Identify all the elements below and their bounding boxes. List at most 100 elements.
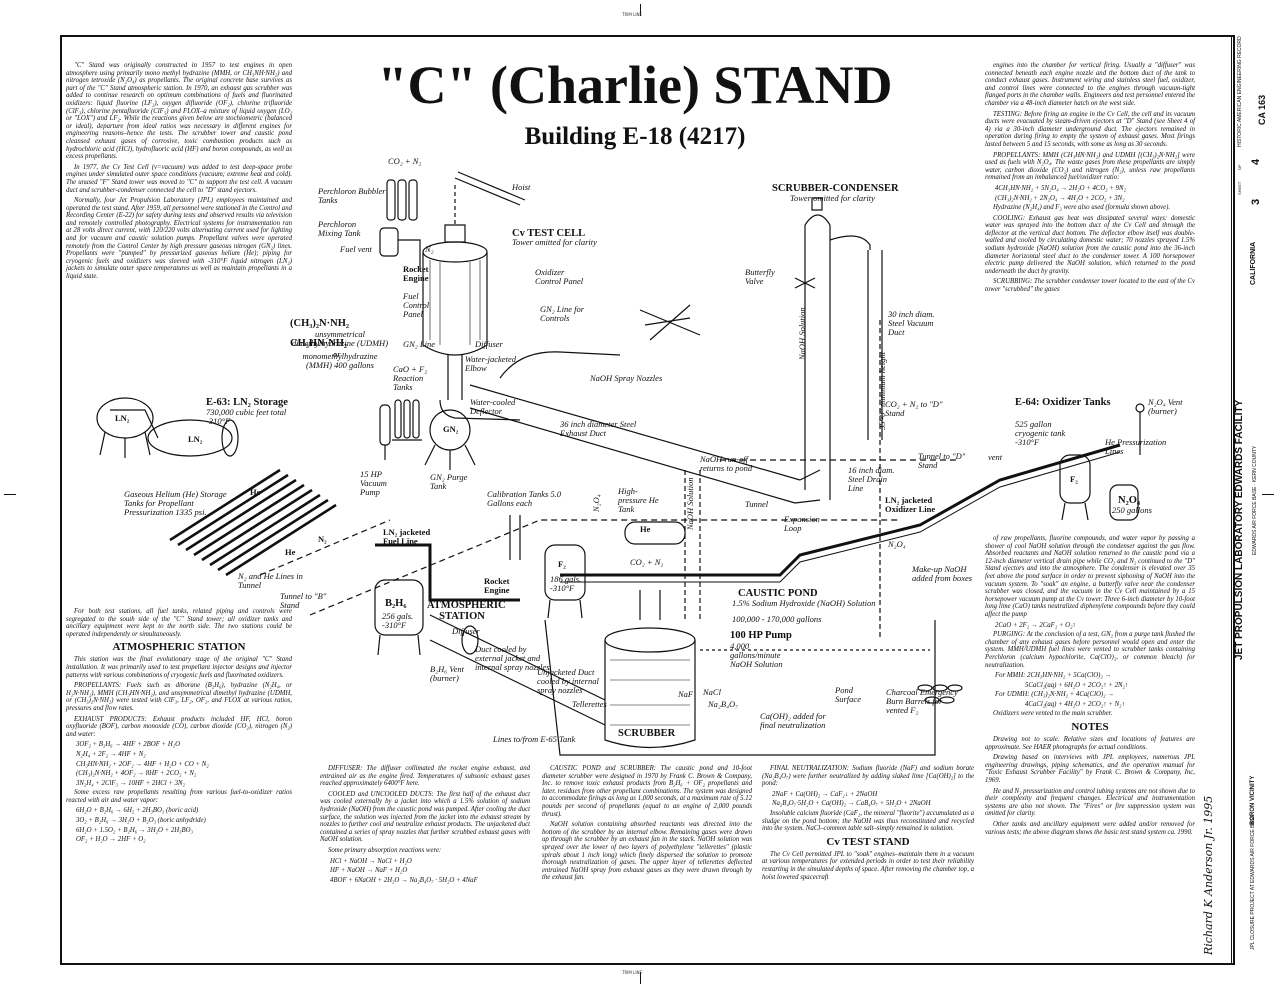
na2b4o7-label: Na₂B₄O₇ <box>708 699 739 709</box>
title-block: HISTORIC AMERICAN ENGINEERING RECORD CA … <box>1202 35 1274 965</box>
b2h6-gallons-label: 256 gals. -310°F <box>382 611 414 630</box>
naf-label: NaF <box>678 689 694 699</box>
note-3: He and N₂ pressurization and control tub… <box>985 787 1195 818</box>
vent-label: vent <box>988 452 1003 462</box>
propellants-paragraph: PROPELLANTS: Fuels such as diborane (B₂H… <box>66 682 292 712</box>
sheet-number: 3 <box>1250 198 1262 205</box>
steel-exhaust-duct <box>469 384 821 504</box>
nacl-label: NaCl <box>703 687 721 697</box>
facility-title: JET PROPULSION LABORATORY EDWARDS FACILI… <box>1234 399 1245 660</box>
rocket-engine-label: Rocket Engine <box>403 264 429 283</box>
note-4: Other tanks and ancillary equipment were… <box>985 821 1195 836</box>
segregation-paragraph: For both test stations, all fuel tanks, … <box>66 608 292 638</box>
of-label: OF <box>1237 164 1242 170</box>
calibration-tanks <box>509 515 521 560</box>
atmospheric-diffuser-duct <box>429 614 606 726</box>
atmo-rocket-engine-label: Rocket Engine <box>484 576 510 595</box>
unjacketed-duct-label: Unjacketed Duct cooled by internal spray… <box>537 667 599 695</box>
fuel-line-label: LN₂ jacketed Fuel Line <box>383 527 431 546</box>
note-2: Drawing based on interviews with JPL emp… <box>985 754 1195 785</box>
right-column-lower: of raw propellants, fluorine compounds, … <box>985 535 1195 839</box>
state-label: CALIFORNIA <box>1250 241 1257 285</box>
cv-history-paragraph: In 1977, the Cv Test Cell (v=vacuum) was… <box>66 163 292 194</box>
left-column-lower: For both test stations, all fuel tanks, … <box>66 608 292 846</box>
trim-tick-top <box>640 4 641 16</box>
cryo-tank-label: 525 gallon cryogenic tank -310°F <box>1015 419 1066 447</box>
exhaust-paragraph: EXHAUST PRODUCTS: Exhaust products inclu… <box>66 715 292 738</box>
n2o4-tank-label: N₂O₄ <box>1118 495 1141 506</box>
duct-cooled-label: Duct cooled by external jacket and inter… <box>475 644 550 672</box>
tunnel-label: Tunnel <box>745 499 769 509</box>
mid-column-3: FINAL NEUTRALIZATION: Sodium fluoride (N… <box>762 765 974 884</box>
caustic-paragraph: CAUSTIC POND and SCRUBBER: The caustic p… <box>542 765 752 818</box>
n2o4-vent-burner <box>1135 403 1145 455</box>
f2-tank-label: F₂ <box>1070 474 1078 484</box>
notes-heading: NOTES <box>1071 721 1109 734</box>
equation: OF₂ + H₂O → 2HF + O₂ <box>76 836 146 844</box>
hoist-label: Hoist <box>512 182 531 192</box>
equation: HCl + NaOH → NaCl + H₂O <box>330 857 412 865</box>
haer-number: CA 163 <box>1257 94 1267 125</box>
caustic-pond-sub-label: 1.5% Sodium Hydroxide (NaOH) Solution <box>732 598 876 608</box>
tellerettes-label: Tellerettes <box>572 699 607 709</box>
high-pressure-he-tank <box>624 521 686 545</box>
ducts-paragraph: COOLED and UNCOOLED DUCTS: The first hal… <box>320 790 530 844</box>
final-neutralization-paragraph: FINAL NEUTRALIZATION: Sodium fluoride (N… <box>762 765 974 788</box>
atmo-diffuser-label: Diffuser <box>452 626 480 636</box>
oxidizer-panel-label: Oxidizer Control Panel <box>535 267 584 286</box>
facility-sub: EDWARDS AIR FORCE BASE · KERN COUNTY <box>1252 445 1258 555</box>
caustic-gallons-label: 100,000 - 170,000 gallons <box>732 614 822 624</box>
udmh-formula-label: (CH₃)₂N·NH₂ <box>290 318 350 329</box>
udmh-or-label: or <box>333 349 341 359</box>
oxidizers-note: Oxidizers were vented to the main scrubb… <box>993 710 1113 718</box>
cv-test-cell-sub-label: Tower omitted for clarity <box>512 237 597 247</box>
n2-he-lines-label: N₂ and He Lines in Tunnel <box>238 571 303 590</box>
tunnel-to-b-label: Tunnel to "B" Stand <box>280 591 327 610</box>
equation: 3OF₂ + B₂H₆ → 4HF + 2BOF + H₂O <box>76 741 181 749</box>
equation: (CH₃)₂N·NH₂ + 4OF₂ → 8HF + 2CO₂ + N₂ <box>76 770 197 778</box>
gn2-line-label: GN₂ Line <box>403 339 435 349</box>
caustic-pond <box>544 619 936 756</box>
ln2-tank-a-label: LN₂ <box>115 413 130 423</box>
absorption-paragraph: Some primary absorption reactions were: <box>328 846 442 854</box>
naoh-runoff-label: NaOH run-off returns to pond <box>700 454 753 473</box>
hydrazine-paragraph: Hydrazine (N₂H₄) and F₂ were also used (… <box>993 204 1171 212</box>
gn2-line-controls-label: GN₂ Line for Controls <box>540 304 585 323</box>
atmospheric-station-label: ATMOSPHERIC STATION <box>427 600 506 622</box>
n2o4-vent-label: N₂O₄ Vent (burner) <box>1148 397 1183 416</box>
n2o4-tank <box>1109 484 1139 521</box>
n2o4-gallons-label: 250 gallons <box>1112 505 1152 515</box>
udmh-name-label: unsymmetrical dimethylhydrazine (UDMH) <box>291 329 389 348</box>
ln2-jacketed-fuel-line <box>375 543 520 602</box>
ln2-tank-b-label: LN₂ <box>188 434 203 444</box>
e64-label: E-64: Oxidizer Tanks <box>1015 397 1111 408</box>
left-column-upper: "C" Stand was originally constructed in … <box>66 62 292 284</box>
f2-oxidizer-tank <box>1059 454 1091 521</box>
naoh-spray-nozzles-label: NaOH Spray Nozzles <box>590 373 663 383</box>
naoh-solution-vertical-label: NaOH Solution <box>797 307 807 360</box>
he-tank-label: He <box>640 524 651 534</box>
f2-gallons-label: 186 gals. -310°F <box>550 574 582 593</box>
calibration-tanks-label: Calibration Tanks 5.0 Gallons each <box>487 489 562 508</box>
lines-e65-label: Lines to/from E-65 Tank <box>493 734 576 744</box>
makeup-naoh-label: Make-up NaOH added from boxes <box>912 564 973 583</box>
hoist <box>454 171 526 206</box>
mid-column-1: DIFFUSER: The diffuser collimated the ro… <box>320 765 530 886</box>
testing-paragraph: TESTING: Before firing an engine in the … <box>985 110 1195 148</box>
trim-label-top: TRIM LINE <box>622 12 643 17</box>
charcoal-barrels <box>917 684 963 704</box>
naoh-paragraph: NaOH solution containing absorbed reacta… <box>542 821 752 882</box>
right-column-upper: engines into the chamber for vertical fi… <box>985 62 1195 297</box>
tunnel-to-d-label: Tunnel to "D" Stand <box>918 451 966 470</box>
scrubber-vessel <box>604 590 696 749</box>
haer-label: HISTORIC AMERICAN ENGINEERING RECORD <box>1237 36 1243 147</box>
perchloron-bubbler-label: Perchloron Bubbler Tanks <box>318 186 386 205</box>
cv-paragraph: The Cv Cell permitted JPL to "soak" engi… <box>762 850 974 881</box>
f2-atmo-tank-label: F₂ <box>558 559 566 569</box>
diffuser-paragraph: DIFFUSER: The diffuser collimated the ro… <box>320 765 530 788</box>
ln2-storage-tanks <box>96 397 239 458</box>
diffuser-label: Diffuser <box>475 339 503 349</box>
vacuum-pump-label: 15 HP Vacuum Pump <box>360 469 387 497</box>
cooling-paragraph: COOLING: Exhaust gas heat was dissipated… <box>985 214 1195 275</box>
vacuum-duct-label: 30 inch diam. Steel Vacuum Duct <box>888 309 935 337</box>
